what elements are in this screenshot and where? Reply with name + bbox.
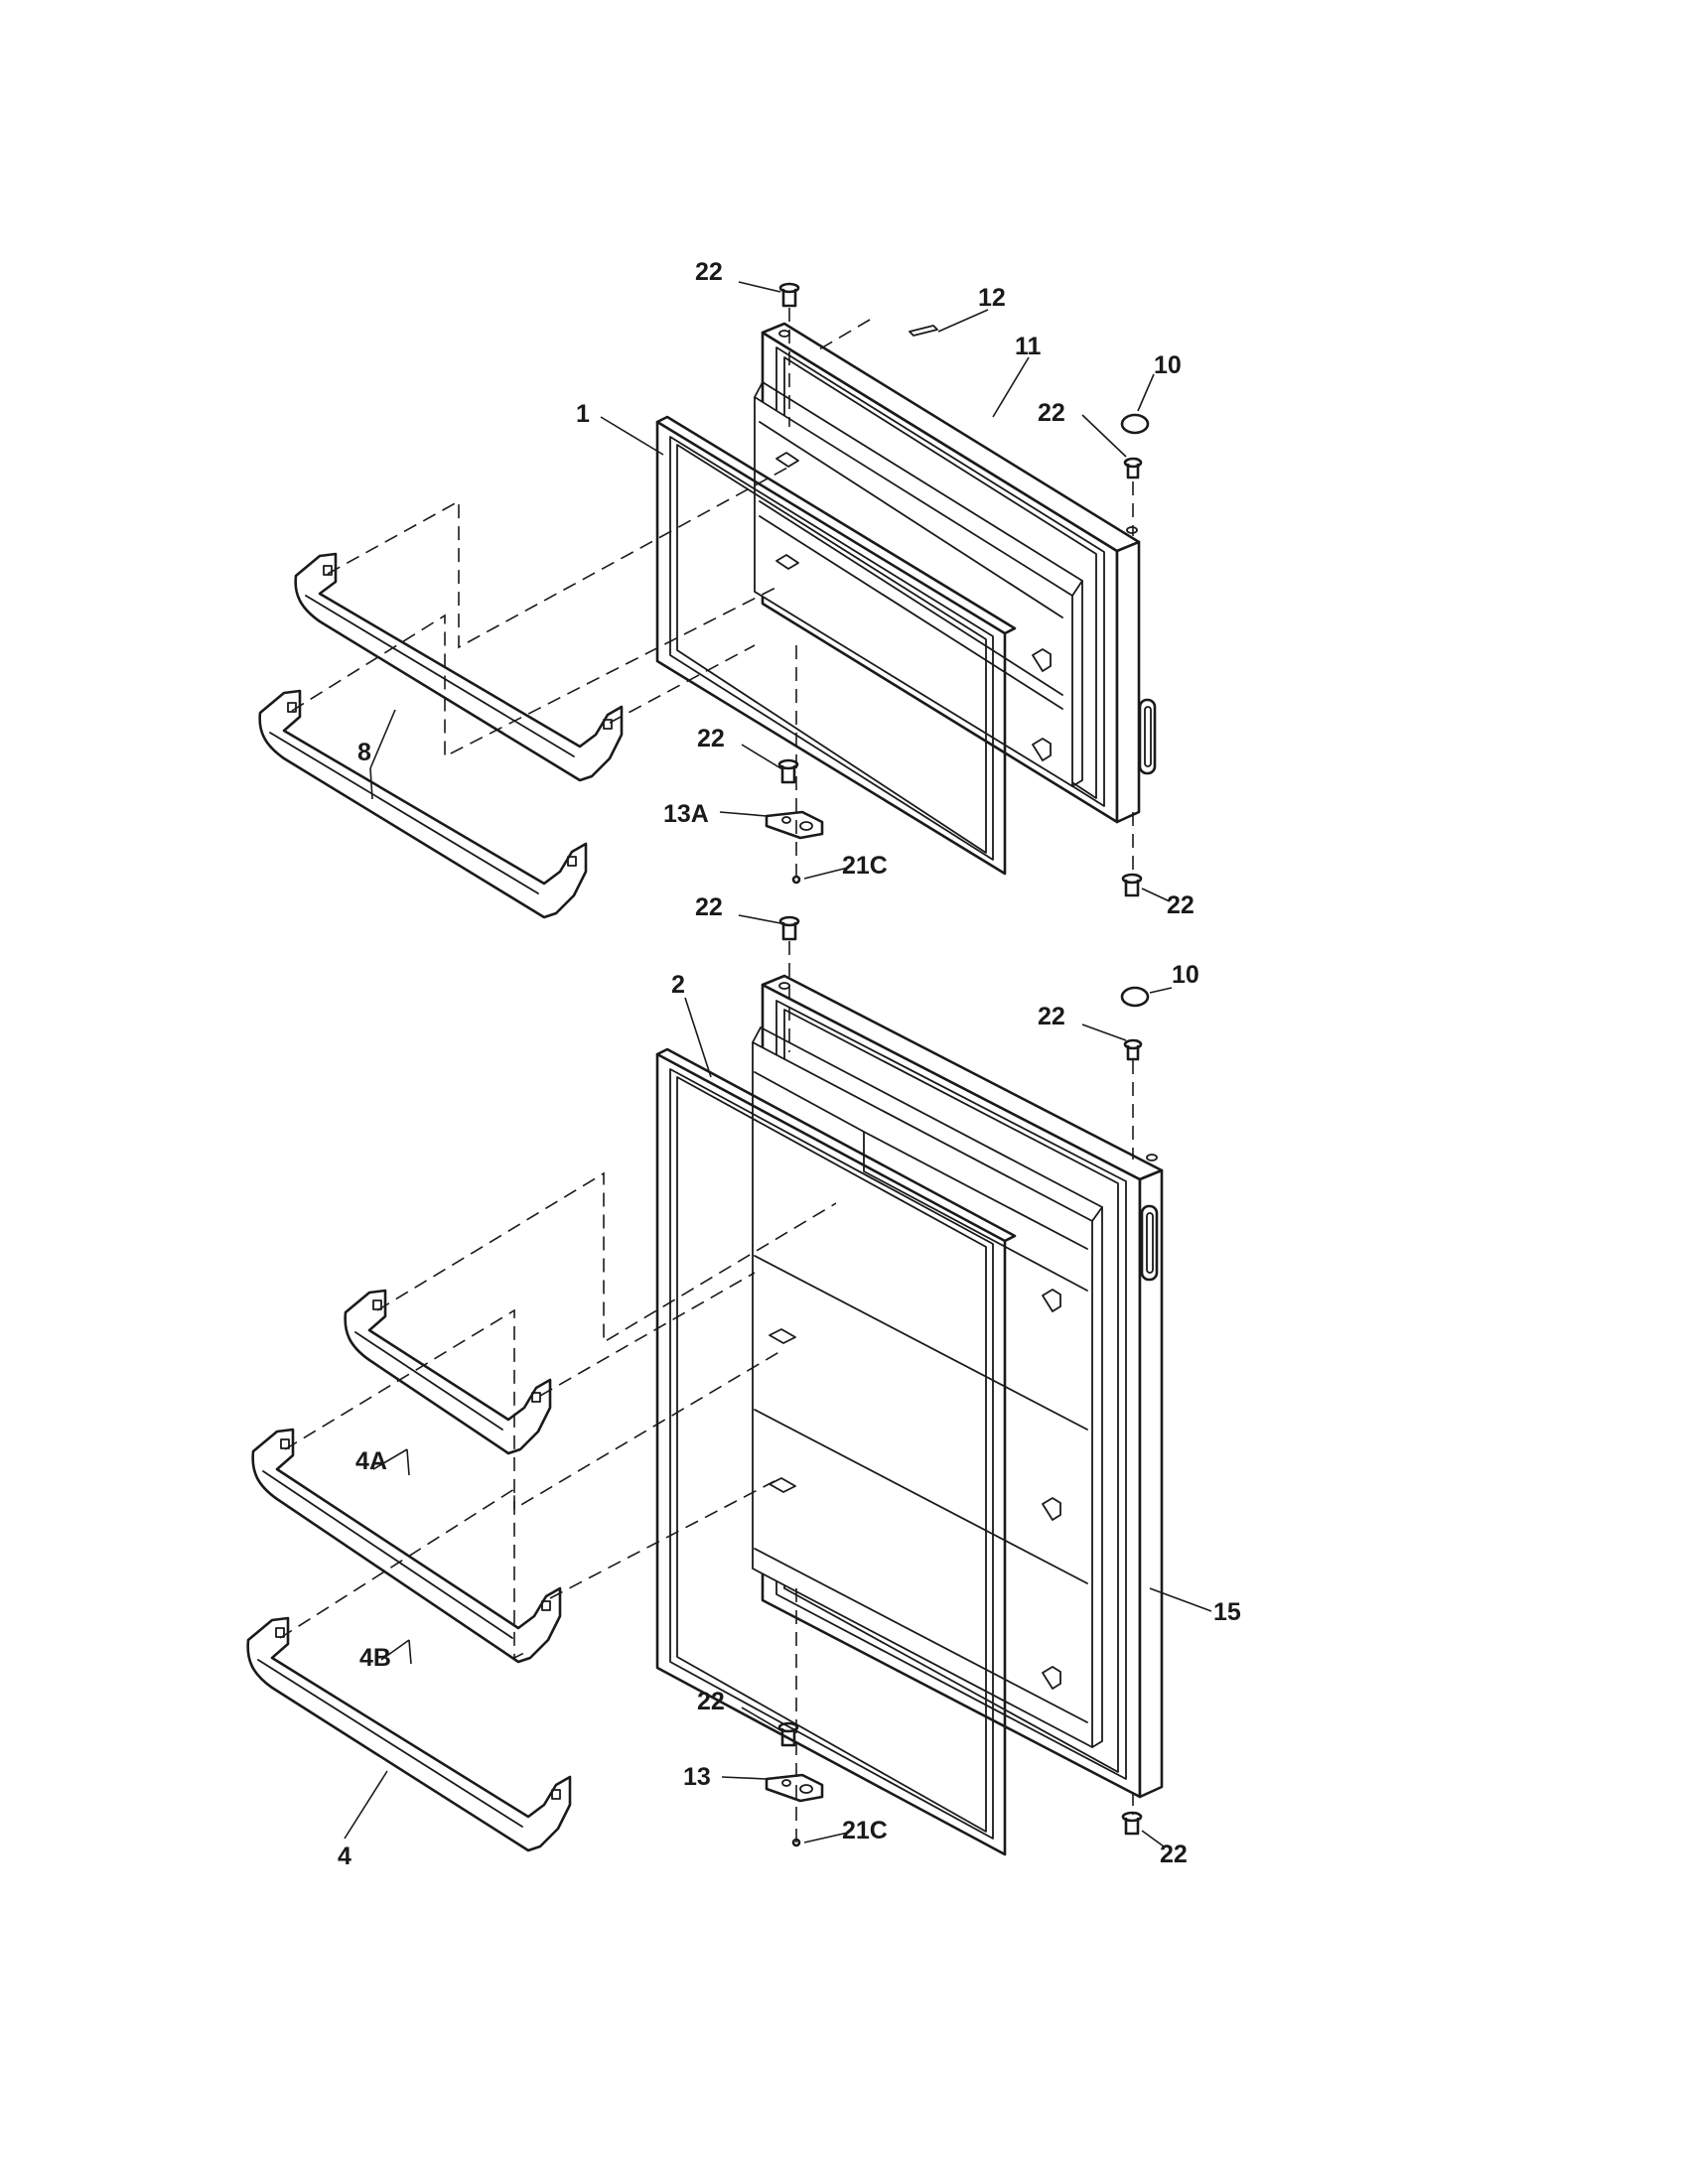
shelf-4	[246, 1616, 572, 1852]
hinge-13	[765, 1773, 824, 1803]
callout-22-lower-upper-right: 22	[1038, 1003, 1065, 1030]
callout-22-lower-top: 22	[695, 893, 723, 921]
fresh-food-hinge-screws	[765, 915, 1143, 1847]
screw-22-middle	[777, 758, 799, 784]
callout-4A: 4A	[355, 1447, 387, 1475]
callout-22-upper-right: 22	[1038, 399, 1065, 427]
door-shelves-8	[258, 552, 624, 919]
label-12	[909, 325, 938, 337]
callout-15: 15	[1213, 1598, 1241, 1626]
callout-21C-lower: 21C	[842, 1817, 888, 1844]
callout-10-upper: 10	[1154, 351, 1182, 379]
screw-22-bottom-middle	[777, 1721, 799, 1747]
screw-22-top	[778, 282, 800, 308]
callout-22-bottom-right: 22	[1160, 1841, 1188, 1868]
alignment-lines	[279, 308, 1134, 1846]
door-shelves-4	[246, 1289, 572, 1852]
callout-1: 1	[576, 400, 590, 428]
hinge-13A	[765, 810, 824, 840]
screw-22-lower-top	[778, 915, 800, 941]
shelf-4A	[344, 1289, 552, 1455]
shelf-8-upper	[294, 552, 624, 782]
hinge-cover-plug-10-upper	[1120, 413, 1150, 435]
callout-11: 11	[1015, 333, 1042, 360]
callout-21C-upper: 21C	[842, 852, 888, 880]
callout-13A: 13A	[663, 800, 709, 828]
callout-2: 2	[671, 971, 685, 999]
callout-22-middle: 22	[697, 725, 725, 752]
hinge-cover-plug-10-lower	[1120, 986, 1150, 1008]
freezer-door-assembly	[655, 322, 1157, 876]
callout-labels: 22 12 11 10 22 1 8 22 13A 21C 22 22 2 10…	[338, 258, 1241, 1870]
callout-12: 12	[978, 284, 1006, 312]
callout-8: 8	[357, 739, 371, 766]
callout-4B: 4B	[359, 1644, 391, 1672]
fresh-food-door-gasket-2	[655, 1047, 1017, 1856]
callout-4: 4	[338, 1843, 352, 1870]
freezer-door-gasket-1	[655, 415, 1017, 876]
callout-22-lower-right-upper: 22	[1167, 891, 1195, 919]
screw-22-upper-right	[1123, 457, 1143, 479]
screw-22-lower-right	[1121, 873, 1143, 897]
shelf-4B	[251, 1428, 562, 1664]
fresh-food-door-assembly	[655, 974, 1164, 1856]
callout-22-bottom-middle: 22	[697, 1688, 725, 1715]
callout-22-top: 22	[695, 258, 723, 286]
leader-lines	[344, 281, 1212, 1847]
screw-22-lower-upper-right	[1123, 1038, 1143, 1061]
callout-13: 13	[683, 1763, 711, 1791]
callout-10-lower: 10	[1172, 961, 1199, 989]
shelf-8-lower	[258, 689, 588, 919]
fresh-food-door-liner	[752, 1026, 1103, 1748]
screw-22-bottom-right	[1121, 1811, 1143, 1836]
freezer-hinge-screws	[765, 282, 1143, 897]
